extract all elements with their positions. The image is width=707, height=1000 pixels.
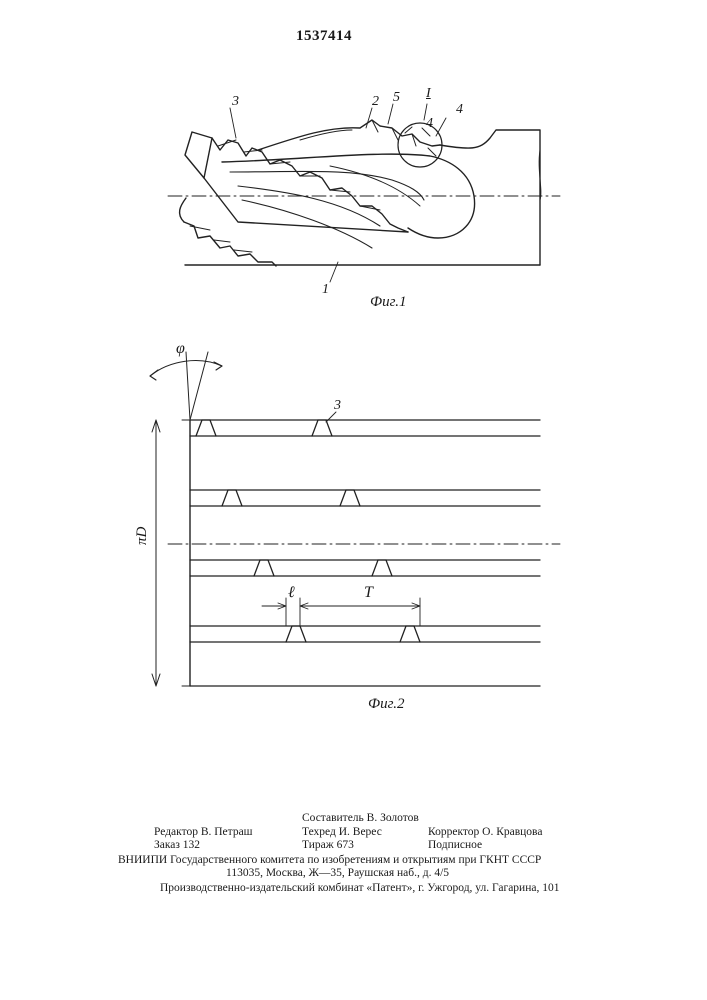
footer-vniipi: ВНИИПИ Государственного комитета по изоб… <box>118 854 541 866</box>
chipbreaker <box>254 560 274 576</box>
footer-print-run: Тираж 673 <box>302 839 354 851</box>
chipbreaker <box>222 490 242 506</box>
row-1 <box>190 420 540 436</box>
footer-compiler: Составитель В. Золотов <box>302 812 419 824</box>
row-4 <box>190 626 540 642</box>
chipbreaker <box>312 420 332 436</box>
chipbreaker <box>372 560 392 576</box>
row-3 <box>190 560 540 576</box>
fig2-label-piD: πD <box>134 527 151 545</box>
footer-editor: Редактор В. Петраш <box>154 826 253 838</box>
chipbreaker <box>340 490 360 506</box>
footer-corrector: Корректор О. Кравцова <box>428 826 542 838</box>
footer-plant: Производственно-издательский комбинат «П… <box>160 882 559 894</box>
footer-order: Заказ 132 <box>154 839 200 851</box>
fig2-label-phi: φ <box>176 340 185 358</box>
phi-arc <box>150 361 222 376</box>
row-2 <box>190 490 540 506</box>
fig2-label-ell: ℓ <box>288 584 295 602</box>
footer-address: 113035, Москва, Ж—35, Раушская наб., д. … <box>226 867 449 879</box>
chipbreaker <box>196 420 216 436</box>
figure2-caption: Фиг.2 <box>368 696 404 713</box>
chipbreaker <box>286 626 306 642</box>
fig2-label-3: 3 <box>334 398 341 414</box>
footer-subscription: Подписное <box>428 839 482 851</box>
footer-techred: Техред И. Верес <box>302 826 382 838</box>
fig2-label-T: T <box>364 584 373 602</box>
chipbreaker <box>400 626 420 642</box>
